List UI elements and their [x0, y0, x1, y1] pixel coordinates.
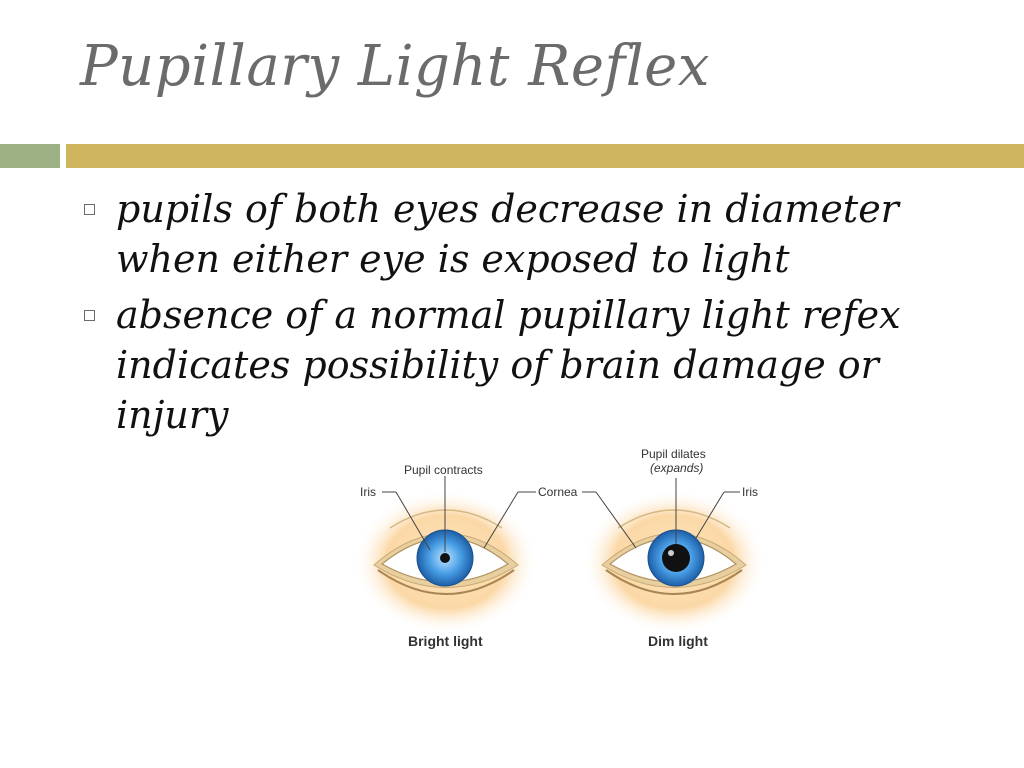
label-iris-right: Iris: [742, 485, 758, 499]
slide-title: Pupillary Light Reflex: [80, 34, 710, 99]
bullet-item: pupils of both eyes decrease in diameter…: [80, 184, 980, 284]
accent-bar-green: [0, 144, 60, 168]
eyes-illustration: Iris Pupil contracts Cornea Pupil dilate…: [356, 447, 766, 649]
bullet-list: pupils of both eyes decrease in diameter…: [80, 184, 980, 446]
label-iris-left: Iris: [360, 485, 376, 499]
label-pupil-expands: (expands): [650, 461, 703, 475]
bullet-item: absence of a normal pupillary light refe…: [80, 290, 980, 440]
bullet-text: pupils of both eyes decrease in diameter…: [116, 187, 899, 281]
label-pupil-dilates: Pupil dilates: [641, 447, 706, 461]
left-eye: [356, 490, 538, 634]
square-bullet-icon: [84, 204, 95, 215]
accent-bar-gold: [66, 144, 1024, 168]
label-pupil-contracts: Pupil contracts: [404, 463, 483, 477]
pupil-reflex-figure: Iris Pupil contracts Cornea Pupil dilate…: [356, 440, 766, 662]
bullet-text: absence of a normal pupillary light refe…: [116, 293, 901, 437]
caption-dim-light: Dim light: [648, 633, 708, 649]
caption-bright-light: Bright light: [408, 633, 483, 649]
right-eye: [582, 490, 766, 634]
leader-lines: [382, 476, 740, 552]
square-bullet-icon: [84, 310, 95, 321]
label-cornea: Cornea: [538, 485, 578, 499]
